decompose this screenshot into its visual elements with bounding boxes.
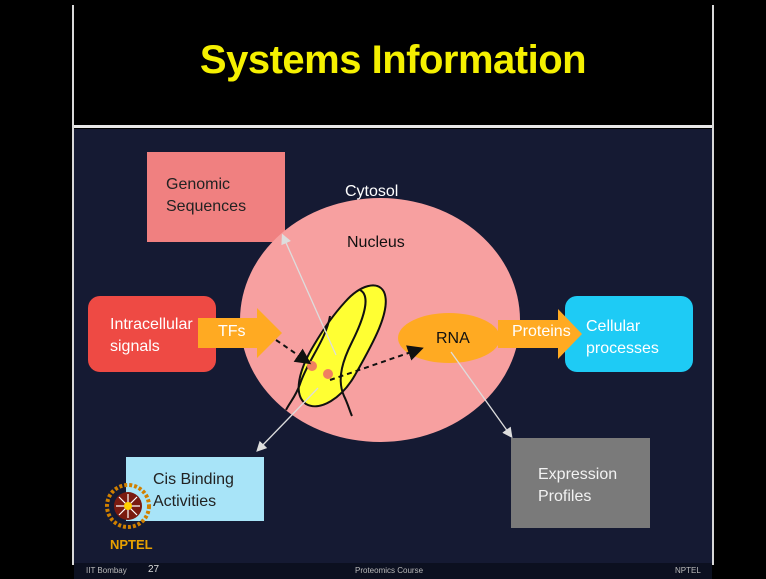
genomic-sequences-box	[147, 152, 285, 242]
expression-link-arrow	[450, 351, 513, 439]
nptel-logo-icon	[105, 483, 151, 529]
footer-course: Proteomics Course	[355, 566, 424, 575]
cellular-label-line2: processes	[586, 340, 659, 357]
slide-border-left	[72, 5, 74, 565]
expression-profiles-box	[511, 438, 650, 528]
proteins-arrow	[498, 309, 582, 359]
chromosome-strand-2	[339, 289, 367, 417]
cellular-label-line1: Cellular	[586, 318, 641, 335]
cis-link-arrow	[256, 387, 319, 452]
proteins-label: Proteins	[512, 323, 571, 340]
binding-site-dot-1	[307, 361, 317, 371]
tfs-label: TFs	[218, 323, 246, 340]
tfs-arrow	[198, 308, 282, 358]
nucleus-label: Nucleus	[347, 234, 405, 251]
expression-label-line2: Profiles	[538, 488, 592, 505]
cis-label-line1: Cis Binding	[153, 471, 234, 488]
intracellular-signals-label: Intracellular signals	[110, 314, 193, 358]
genomic-label-line2: Sequences	[166, 198, 247, 215]
footer-page-number: 27	[148, 564, 160, 575]
chromosome-strand-1	[285, 315, 331, 411]
slide-border-right	[712, 5, 714, 565]
expression-profiles-label: Expression Profiles	[538, 464, 617, 508]
intracellular-signals-box	[88, 296, 216, 372]
slide-footer	[74, 563, 712, 579]
title-divider	[74, 125, 712, 128]
transcription-dashed-arrow	[329, 345, 424, 381]
footer-nptel: NPTEL	[675, 566, 701, 575]
binding-site-dot-2	[323, 369, 333, 379]
cytosol-label: Cytosol	[345, 183, 399, 200]
tfs-binding-dashed-arrow	[275, 339, 312, 365]
intracellular-label-line2: signals	[110, 338, 160, 355]
expression-label-line1: Expression	[538, 466, 618, 483]
cellular-processes-label: Cellular processes	[586, 316, 659, 360]
intracellular-label-line1: Intracellular	[110, 316, 193, 333]
genomic-label-line1: Genomic	[166, 176, 231, 193]
nptel-logo-text: NPTEL	[110, 537, 153, 552]
cis-binding-label: Cis Binding Activities	[153, 469, 234, 513]
footer-institution: IIT Bombay	[86, 566, 127, 575]
rna-label: RNA	[436, 330, 470, 347]
cis-label-line2: Activities	[153, 493, 217, 510]
cis-binding-box	[126, 457, 264, 521]
slide-title: Systems Information	[199, 38, 587, 82]
cellular-processes-box	[565, 296, 693, 372]
genomic-sequences-label: Genomic Sequences	[166, 174, 246, 218]
genomic-link-arrow	[281, 233, 337, 356]
